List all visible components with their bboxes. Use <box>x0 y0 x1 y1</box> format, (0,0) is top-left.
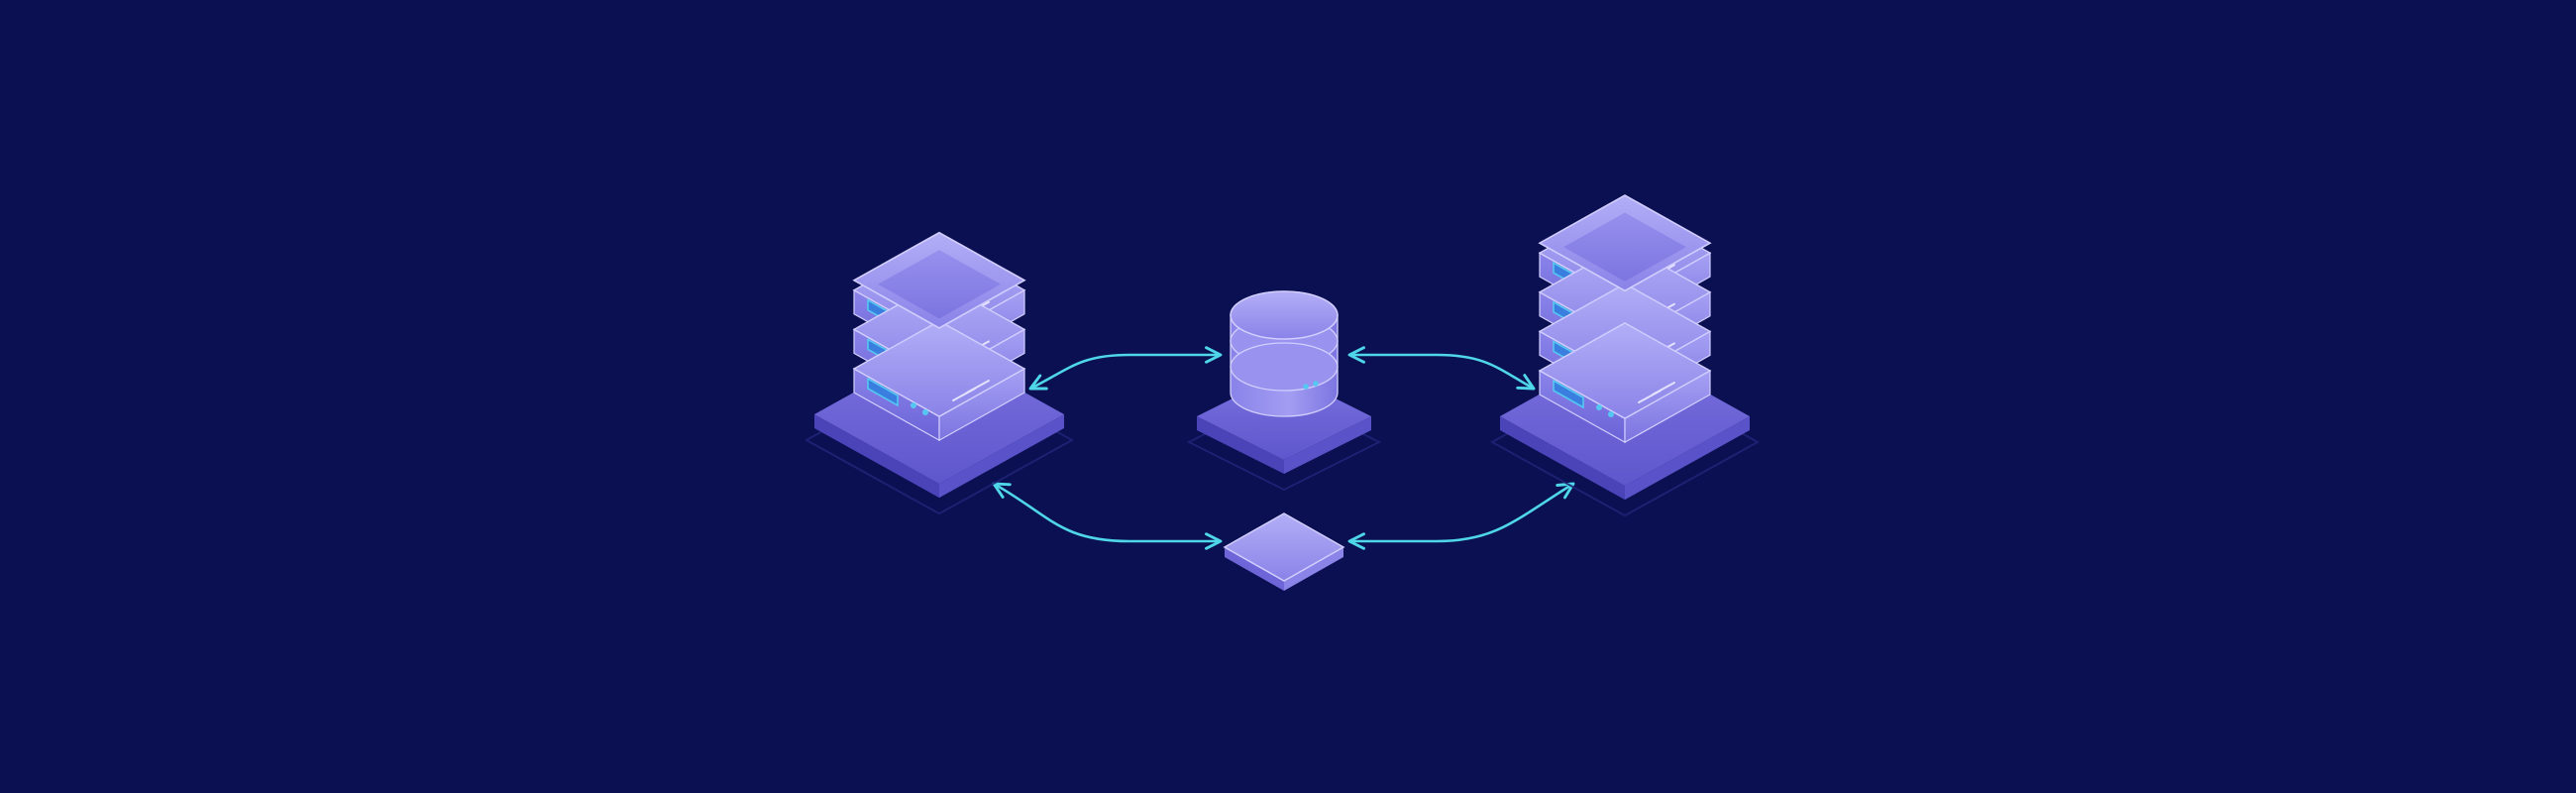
display-screen-icon <box>1553 379 1584 409</box>
display-screen-icon <box>867 377 899 407</box>
right-server-icon-unit <box>1538 322 1712 444</box>
status-led-icon <box>1313 381 1319 387</box>
left-server-icon-unit-top <box>852 320 1026 417</box>
database-icon-disk <box>1230 342 1339 417</box>
connector-arrow-4 <box>1347 482 1575 550</box>
database-icon <box>1186 290 1382 492</box>
right-server-icon <box>1489 194 1761 517</box>
status-led-icon <box>1303 384 1309 390</box>
database-icon-platform-right-face <box>1284 416 1371 474</box>
right-server-icon-platform-left-face <box>1500 416 1625 501</box>
node-layer <box>804 194 1761 591</box>
connector-arrow-2 <box>1347 346 1536 391</box>
hub-tile-icon-slab-left-face <box>1225 547 1284 591</box>
status-led-icon <box>1596 404 1602 410</box>
status-led-icon <box>922 409 928 415</box>
database-icon-disk-top <box>1230 342 1339 392</box>
right-server-icon-cap-inset <box>1563 212 1686 282</box>
left-server-icon-platform-right-face <box>939 414 1064 499</box>
database-icon-platform-left-face <box>1197 416 1284 474</box>
database-icon-cap <box>1230 290 1339 340</box>
hub-tile-icon-slab-right-face <box>1284 547 1343 591</box>
left-server-icon-unit <box>852 320 1026 442</box>
left-server-icon <box>804 231 1075 515</box>
right-server-icon-unit-top <box>1538 322 1712 419</box>
status-led-icon <box>911 402 916 408</box>
right-server-icon-platform-right-face <box>1625 416 1750 501</box>
status-led-icon <box>1608 411 1614 417</box>
hub-tile-icon <box>1223 512 1345 591</box>
vent-line-icon <box>1638 390 1662 403</box>
connector-arrow-1 <box>1028 346 1223 391</box>
hub-tile-icon-slab-top-face <box>1223 512 1345 582</box>
left-server-icon-cap-inset <box>878 250 1001 319</box>
vent-line-icon <box>952 388 976 401</box>
hub-tile-icon-slab <box>1223 512 1345 591</box>
left-server-icon-platform-left-face <box>814 414 939 499</box>
connector-arrow-3 <box>992 482 1223 550</box>
connector-layer <box>992 346 1575 550</box>
